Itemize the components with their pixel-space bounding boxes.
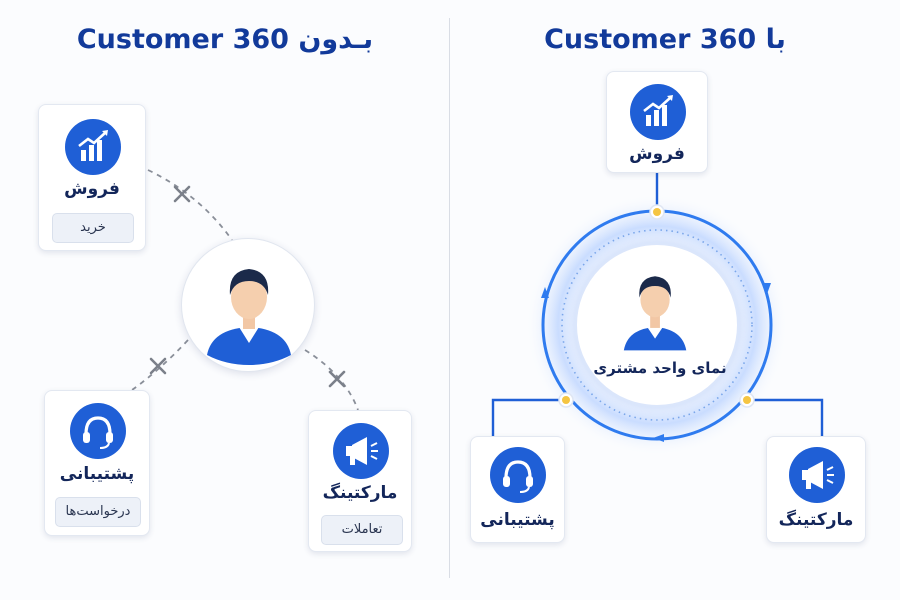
right-center-customer — [575, 243, 739, 407]
megaphone-icon — [333, 423, 389, 479]
right-sales-label: فروش — [629, 144, 685, 164]
right-sales-card: فروش — [606, 71, 708, 173]
right-support-label: پشتیبانی — [480, 510, 555, 530]
left-sales-label: فروش — [64, 179, 120, 199]
right-marketing-card: مارکتینگ — [766, 436, 866, 543]
connector-support — [491, 398, 565, 437]
chart-growth-icon — [630, 84, 686, 140]
connector-marketing — [747, 398, 824, 437]
connector-dot-support-core — [562, 396, 570, 404]
cross-mark-support — [149, 357, 167, 375]
left-marketing-card: مارکتینگ تعاملات — [308, 410, 412, 552]
megaphone-icon — [789, 447, 845, 503]
left-marketing-chip: تعاملات — [321, 515, 403, 545]
connector-dot-marketing-core — [743, 396, 751, 404]
ring-arrow-right — [763, 283, 771, 294]
left-panel-title: Customer 360 بـدون — [76, 24, 374, 55]
connector-dot-sales-core — [653, 208, 661, 216]
single-customer-view-label: نمای واحد مشتری — [593, 359, 727, 377]
customer-avatar-icon — [207, 269, 291, 365]
left-support-label: پشتیبانی — [59, 464, 135, 484]
panel-divider — [449, 18, 450, 578]
headset-icon — [490, 447, 546, 503]
inner-dotted-ring — [561, 229, 753, 421]
right-marketing-label: مارکتینگ — [778, 510, 854, 530]
right-support-card: پشتیبانی — [470, 436, 565, 543]
left-sales-card: فروش خرید — [38, 104, 146, 251]
left-marketing-label: مارکتینگ — [322, 483, 398, 503]
ring-arrow-bottom — [653, 434, 664, 442]
chart-growth-icon — [65, 119, 121, 175]
cross-mark-sales — [173, 185, 191, 203]
left-sales-chip: خرید — [52, 213, 134, 243]
left-support-chip: درخواست‌ها — [55, 497, 141, 527]
left-customer-avatar — [181, 238, 315, 372]
cross-mark-marketing — [328, 370, 346, 388]
headset-icon — [70, 403, 126, 459]
left-support-card: پشتیبانی درخواست‌ها — [44, 390, 150, 536]
right-panel-title: Customer 360 با — [544, 24, 786, 55]
ring-arrow-left — [541, 287, 549, 298]
broken-link-sales — [147, 169, 233, 241]
customer-avatar-icon — [623, 276, 687, 351]
